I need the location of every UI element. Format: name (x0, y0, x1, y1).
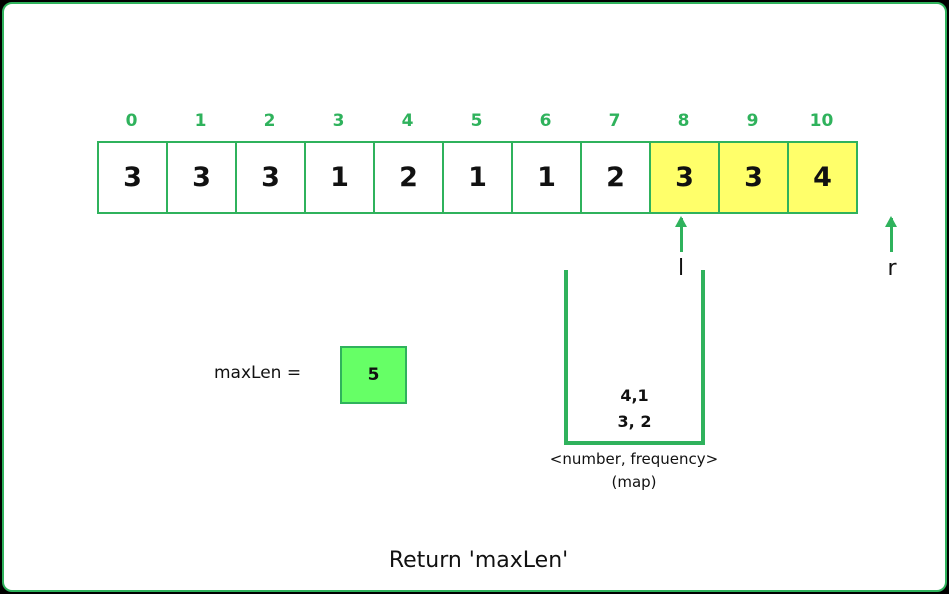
index-label: 3 (332, 111, 345, 131)
array-cell: 3 (97, 141, 168, 214)
right-pointer-arrow-icon (885, 216, 897, 252)
array-cell: 2 (373, 141, 444, 214)
array-cell: 2 (580, 141, 651, 214)
array-cell-window: 3 (718, 141, 789, 214)
array-cell-window: 4 (787, 141, 858, 214)
index-label: 1 (194, 111, 207, 131)
maxlen-value-box: 5 (340, 346, 407, 404)
map-caption: <number, frequency> (549, 450, 719, 468)
index-label: 10 (809, 111, 834, 131)
map-entry: 3, 2 (617, 412, 652, 431)
index-label: 5 (470, 111, 483, 131)
array-cell: 1 (442, 141, 513, 214)
array-cell: 3 (166, 141, 237, 214)
index-label: 6 (539, 111, 552, 131)
return-statement: Return 'maxLen' (388, 548, 569, 573)
index-label: 7 (608, 111, 621, 131)
index-label: 2 (263, 111, 276, 131)
array-cell: 1 (304, 141, 375, 214)
map-bucket (564, 270, 705, 445)
array-cell-window: 3 (649, 141, 720, 214)
right-pointer-label: r (887, 256, 897, 281)
index-label: 8 (677, 111, 690, 131)
map-entry: 4,1 (620, 386, 649, 405)
array-cell: 1 (511, 141, 582, 214)
left-pointer-arrow-icon (675, 216, 687, 252)
index-label: 4 (401, 111, 414, 131)
array-cell: 3 (235, 141, 306, 214)
left-pointer-label: l (677, 256, 685, 281)
maxlen-label: maxLen = (214, 363, 302, 383)
index-label: 0 (125, 111, 138, 131)
map-caption-type: (map) (611, 473, 657, 491)
index-label: 9 (746, 111, 759, 131)
